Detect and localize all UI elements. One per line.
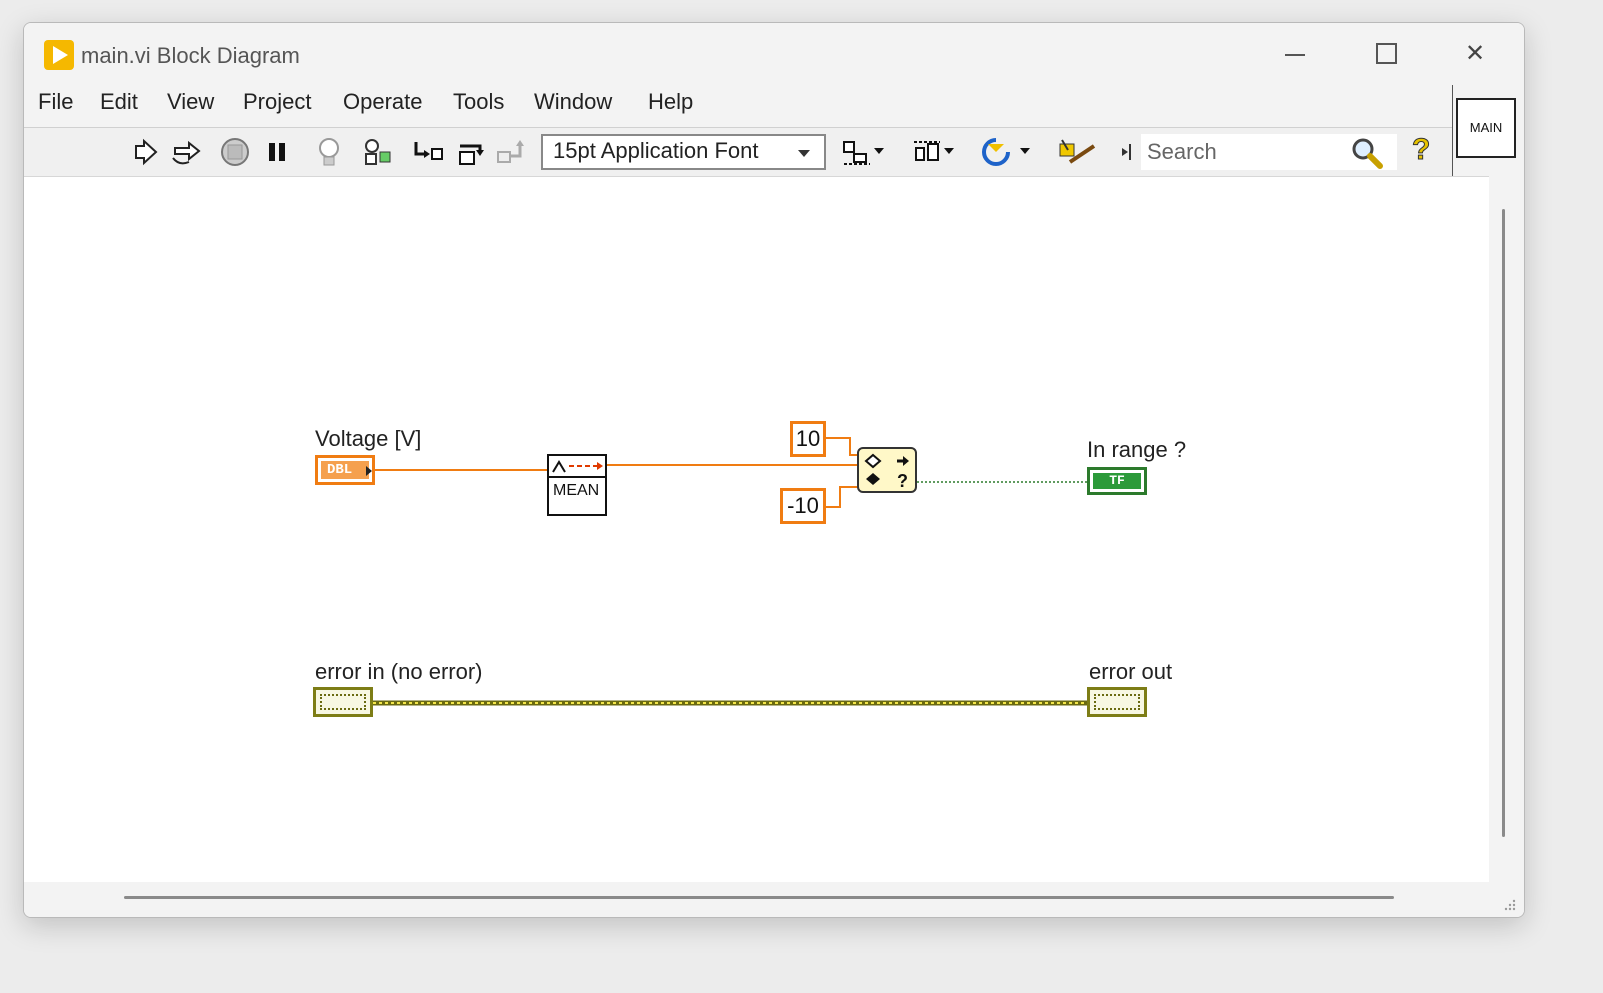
error-in-terminal[interactable] [313,687,373,717]
abort-icon[interactable] [218,136,252,168]
menu-window[interactable]: Window [534,89,613,114]
menu-file[interactable]: File [38,89,74,114]
menu-edit[interactable]: Edit [100,89,138,114]
svg-text:?: ? [897,471,908,491]
toolbar: 15pt Application Font Search ? [24,127,1452,176]
terminal-arrow-icon [366,466,372,476]
help-icon[interactable]: ? [1411,133,1431,167]
cluster-icon [1094,694,1140,710]
minimize-icon [1285,54,1305,56]
error-in-label: error in (no error) [315,659,483,684]
in-range-label: In range ? [1087,437,1187,462]
dbl-type-text: DBL [321,461,369,479]
font-selector[interactable]: 15pt Application Font [541,134,826,170]
align-objects-icon[interactable] [840,136,888,168]
maximize-button[interactable] [1362,37,1408,71]
maximize-icon [1376,43,1397,64]
menu-tools[interactable]: Tools [453,89,505,114]
retain-wire-values-icon[interactable] [361,136,395,168]
menu-bar: File Edit View Project Operate Tools Win… [24,85,1452,121]
cluster-icon [320,694,366,710]
mean-function[interactable]: MEAN [547,454,607,516]
voltage-label: Voltage [V] [315,426,422,451]
font-selector-value: 15pt Application Font [553,138,759,163]
chevron-down-icon [798,150,810,157]
title-bar: main.vi Block Diagram ✕ [24,23,1524,83]
step-over-icon[interactable] [454,136,488,168]
voltage-terminal[interactable]: DBL [315,455,375,485]
close-icon: ✕ [1464,40,1486,67]
resize-grip-icon[interactable] [1502,897,1518,913]
block-diagram-window: main.vi Block Diagram ✕ File Edit View P… [23,22,1525,918]
in-range-icon: ? [864,453,909,491]
mean-label: MEAN [553,482,600,499]
in-range-indicator[interactable]: TF [1087,467,1147,495]
run-arrow-icon[interactable] [128,136,162,168]
window-title: main.vi Block Diagram [81,43,300,68]
minimize-button[interactable] [1272,37,1318,71]
close-button[interactable]: ✕ [1452,37,1498,71]
step-out-icon[interactable] [494,136,528,168]
highlight-execution-icon[interactable] [312,136,346,168]
vi-icon[interactable]: MAIN [1456,98,1516,158]
clean-up-diagram-icon[interactable] [1056,136,1100,168]
run-continuously-icon[interactable] [169,136,203,168]
error-out-label: error out [1089,659,1173,684]
vertical-scrollbar[interactable] [1489,176,1524,882]
tf-type-text: TF [1093,473,1141,489]
menu-view[interactable]: View [167,89,215,114]
pause-icon[interactable] [260,136,294,168]
diagram-canvas[interactable] [24,176,1489,883]
in-range-and-coerce-function[interactable]: ? [857,447,917,493]
search-input[interactable]: Search [1141,134,1397,170]
distribute-objects-icon[interactable] [910,136,958,168]
error-out-terminal[interactable] [1087,687,1147,717]
reorder-icon[interactable] [982,136,1034,168]
menu-operate[interactable]: Operate [343,89,423,114]
upper-limit-constant[interactable]: 10 [790,421,826,457]
menu-project[interactable]: Project [243,89,312,114]
vertical-scroll-thumb[interactable] [1502,209,1505,837]
horizontal-scroll-thumb[interactable] [124,896,1394,899]
menu-help[interactable]: Help [648,89,694,114]
lower-limit-constant[interactable]: -10 [780,488,826,524]
horizontal-scrollbar[interactable] [24,882,1524,917]
search-icon[interactable] [1350,136,1384,170]
labview-app-icon [44,40,74,70]
step-into-icon[interactable] [412,136,446,168]
mean-waveform-icon [549,460,605,478]
toolbar-separator [1452,85,1453,177]
search-expand-icon[interactable] [1118,136,1134,168]
